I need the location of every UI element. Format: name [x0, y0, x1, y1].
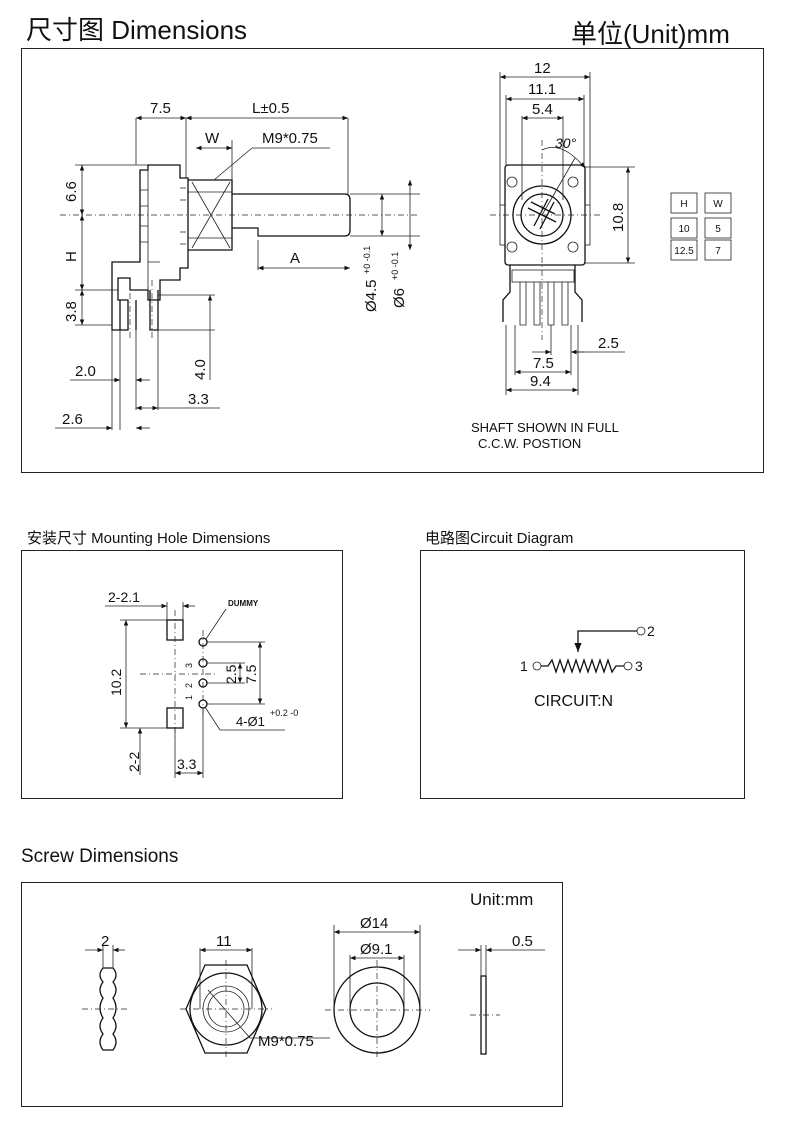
front-view: 12 11.1 5.4 30° 10.8 2.5 7.5 9.4 SHAFT S… [471, 60, 635, 451]
screw-section-title: Screw Dimensions [21, 846, 179, 867]
side-view: 7.5 L±0.5 W M9*0.75 6.6 H 3.8 A Ø4.5 +0 … [55, 100, 420, 431]
dim-9-4: 9.4 [530, 373, 551, 390]
circuit-pin-3: 3 [635, 658, 643, 674]
dim-11-screw: 11 [216, 933, 232, 950]
dim-2-2-1: 2-2.1 [108, 589, 140, 605]
dim-2-6: 2.6 [62, 411, 83, 428]
circuit-pin-2: 2 [647, 623, 655, 639]
dim-phi-9-1: Ø9.1 [360, 941, 393, 958]
hole-tol: +0.2 -0 [270, 708, 298, 718]
hw-cell: 12.5 [674, 246, 694, 257]
dim-phi-4-5: Ø4.5 [363, 279, 380, 312]
dim-3-8: 3.8 [63, 301, 80, 322]
dim-7-5-mount: 7.5 [243, 664, 259, 684]
dim-H: H [63, 251, 80, 262]
dim-2-screw: 2 [101, 933, 109, 950]
dim-5-4: 5.4 [532, 101, 553, 118]
screw-panel [21, 882, 563, 1107]
mounting-section-title: 安装尺寸 Mounting Hole Dimensions [27, 530, 271, 547]
dim-10-2: 10.2 [108, 669, 124, 696]
main-dimension-panel [21, 48, 764, 473]
dim-phi-14: Ø14 [360, 915, 388, 932]
dim-phi-6: Ø6 [391, 288, 408, 308]
dim-A: A [290, 250, 300, 267]
hole-label: 4-Ø1 [236, 714, 265, 729]
dim-phi-4-5-tol: +0 -0.1 [362, 246, 372, 274]
screw-unit: Unit:mm [470, 890, 533, 909]
dim-2-5-front: 2.5 [598, 335, 619, 352]
dummy-label: DUMMY [228, 599, 259, 608]
pin-label: 3 [184, 663, 194, 668]
hw-header-H: H [680, 199, 687, 210]
hw-cell: 10 [678, 224, 690, 235]
dim-0-5: 0.5 [512, 933, 533, 950]
pin-label: 1 [184, 695, 194, 700]
circuit-label: CIRCUIT:N [534, 693, 613, 710]
dim-2-5-mount: 2.5 [223, 664, 239, 684]
dim-phi-6-tol: +0 -0.1 [390, 252, 400, 280]
thread-label-screw: M9*0.75 [258, 1033, 314, 1050]
dim-2-2: 2-2 [126, 752, 142, 772]
dim-11-1: 11.1 [528, 81, 556, 98]
mounting-drawing: 2-2.1 DUMMY 10.2 2.5 7.5 3 2 1 4-Ø1 +0.2… [105, 589, 298, 778]
dim-6-6: 6.6 [63, 181, 80, 202]
circuit-pin-1: 1 [520, 658, 528, 674]
screw-drawing: Unit:mm 2 11 M9*0.75 Ø14 Ø9 [82, 890, 545, 1060]
circuit-diagram: 1 2 3 CIRCUIT:N [520, 623, 655, 710]
circuit-section-title: 电路图Circuit Diagram [425, 530, 574, 547]
hw-cell: 5 [715, 224, 721, 235]
note-line-1: SHAFT SHOWN IN FULL [471, 420, 619, 435]
angle-30: 30° [555, 135, 577, 151]
hw-cell: 7 [715, 246, 721, 257]
note-line-2: C.C.W. POSTION [478, 436, 581, 451]
hw-header-W: W [713, 199, 723, 210]
dim-10-8: 10.8 [610, 203, 627, 232]
dim-7-5-side: 7.5 [150, 100, 171, 117]
circuit-panel [420, 550, 745, 799]
dim-2-0: 2.0 [75, 363, 96, 380]
dim-12: 12 [534, 60, 551, 77]
dim-L: L±0.5 [252, 100, 289, 117]
mounting-panel [21, 550, 343, 799]
page-title: 尺寸图 Dimensions [26, 15, 248, 45]
dim-W: W [205, 130, 220, 147]
hw-table: H W 10 5 12.5 7 [670, 192, 732, 261]
dim-3-3-mount: 3.3 [177, 756, 197, 772]
unit-label: 单位(Unit)mm [571, 19, 730, 49]
dim-3-3-side: 3.3 [188, 391, 209, 408]
dim-4-0: 4.0 [192, 359, 209, 380]
pin-label: 2 [184, 683, 194, 688]
thread-label-side: M9*0.75 [262, 130, 318, 147]
dim-7-5-front: 7.5 [533, 355, 554, 372]
